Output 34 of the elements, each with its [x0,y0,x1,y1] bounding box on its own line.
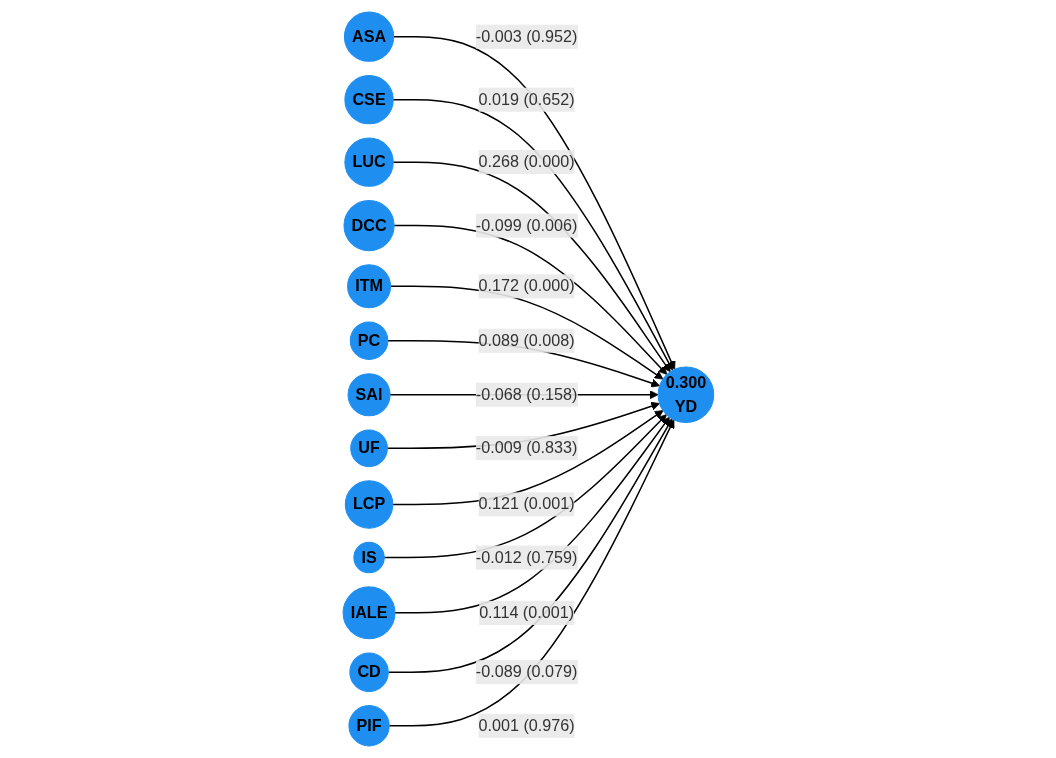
edge-label: 0.089 (0.008) [478,331,575,349]
node-circle: PC [349,321,388,361]
edge-label: 0.001 (0.976) [478,716,575,734]
node-circle: CSE [343,75,394,125]
node-circle: LCP [344,480,393,529]
node-circle: PIF [348,705,390,747]
edge-label: 0.268 (0.000) [478,153,575,171]
arrow [383,414,667,559]
node-circle: IALE [342,586,396,640]
arrow [392,35,676,370]
arrow [392,98,673,371]
edge-label: 0.172 (0.000) [478,277,575,295]
arrow [388,419,674,727]
arrow [393,224,667,375]
node-circle: ASA [343,11,394,62]
edge-label: -0.012 (0.759) [475,548,577,566]
edge-label: -0.099 (0.006) [475,216,577,234]
node-circle: SAI [347,373,391,417]
arrow [387,418,673,673]
node-circle: 0.300 YD [657,366,714,423]
node-circle: UF [349,429,388,468]
edge-label: -0.009 (0.833) [475,439,577,457]
edge-label: -0.089 (0.079) [475,663,577,681]
edge-label: 0.121 (0.001) [478,495,575,513]
edge-label: -0.068 (0.158) [475,385,577,403]
node-circle: IS [352,541,385,574]
node-circle: LUC [343,137,394,187]
edge-label: 0.019 (0.652) [478,90,575,108]
arrow [392,161,671,373]
node-circle: CD [348,652,389,692]
edge-label: -0.003 (0.952) [475,27,577,45]
node-circle: DCC [343,200,395,252]
edge-label: 0.114 (0.001) [478,603,574,621]
node-circle: ITM [346,264,391,309]
